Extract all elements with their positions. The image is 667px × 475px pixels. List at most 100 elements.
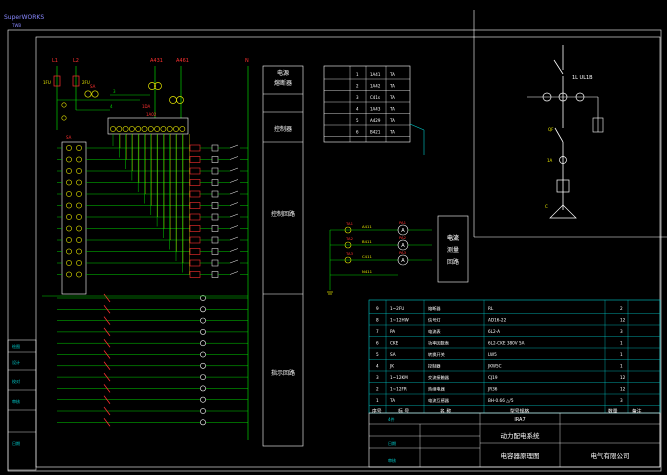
terminal bbox=[66, 271, 72, 278]
strip-label-5: 日期 bbox=[12, 440, 20, 446]
bom-qty: 12 bbox=[620, 318, 626, 323]
thermal-relay bbox=[211, 190, 219, 198]
ct-wire-label: A411 bbox=[362, 224, 372, 229]
thermal-relay bbox=[211, 248, 219, 255]
terminal bbox=[66, 145, 72, 151]
bom-no: 1 bbox=[376, 398, 379, 403]
bom-header-code: 标 号 bbox=[398, 408, 409, 415]
single-line-diagram: 1L UL1B QF 1A C bbox=[527, 45, 604, 219]
left-title-strip: 绘图 设计 校对 审核 日期 bbox=[7, 339, 37, 471]
bom-qty: 1 bbox=[620, 364, 623, 369]
title-company: 电气有限公司 bbox=[591, 451, 630, 460]
indicator-lamp bbox=[200, 317, 206, 324]
bom-no: 4 bbox=[376, 364, 379, 369]
aux-contact bbox=[103, 384, 111, 393]
bom-code: JK bbox=[389, 364, 394, 369]
aux-contact bbox=[103, 395, 111, 404]
module-terminal bbox=[160, 126, 167, 132]
bom-spec: CJ19 bbox=[488, 375, 498, 380]
contactor-coil bbox=[189, 236, 201, 244]
svg-text:A: A bbox=[401, 228, 405, 234]
terminal bbox=[76, 271, 82, 278]
contact-value: TA bbox=[389, 84, 395, 89]
contact-code: A429 bbox=[370, 118, 381, 123]
svg-text:4件: 4件 bbox=[388, 416, 395, 422]
contact-num: 2 bbox=[356, 84, 359, 89]
strip-label-1: 绘图 bbox=[12, 343, 20, 349]
bom-header-name: 名 称 bbox=[440, 408, 451, 415]
indicator-lamp bbox=[200, 408, 206, 414]
module-terminal bbox=[154, 126, 160, 132]
logo-text: SuperWORKS bbox=[4, 14, 44, 21]
indicator-lamp bbox=[200, 396, 206, 403]
switch-label: SA bbox=[90, 84, 96, 89]
terminal bbox=[76, 248, 82, 255]
ct-label: TA2 bbox=[345, 236, 354, 241]
module-terminal bbox=[141, 126, 148, 132]
contactor-coil bbox=[189, 213, 201, 221]
aux-contact bbox=[103, 305, 111, 314]
bom-no: 8 bbox=[376, 318, 379, 323]
bom-name: 控制器 bbox=[428, 363, 441, 370]
thermal-relay bbox=[211, 225, 219, 232]
terminal bbox=[76, 191, 82, 197]
indicator-lamp bbox=[200, 374, 206, 380]
contact-num: 5 bbox=[356, 118, 359, 123]
bus-label-a431: A431 bbox=[150, 58, 163, 64]
bom-code: 1~12HW bbox=[390, 318, 409, 323]
contactor-coil bbox=[189, 179, 201, 186]
aux-contact bbox=[103, 293, 111, 303]
indicator-lamp bbox=[200, 362, 206, 369]
thermal-relay bbox=[211, 236, 219, 244]
contactor-coil bbox=[189, 225, 201, 232]
bom-qty: 2 bbox=[620, 306, 623, 311]
bom-no: 2 bbox=[376, 387, 379, 392]
bom-spec: BH-0.66 △/5 bbox=[488, 398, 514, 403]
bom-name: 交流接触器 bbox=[428, 374, 450, 381]
svg-text:A: A bbox=[401, 243, 405, 249]
bom-code: CKE bbox=[390, 341, 399, 346]
terminal bbox=[76, 214, 82, 220]
svg-text:4: 4 bbox=[110, 104, 113, 109]
bom-name: 电流表 bbox=[428, 328, 441, 335]
bom-spec: AD16-22 bbox=[488, 318, 507, 323]
bom-qty: 12 bbox=[620, 387, 626, 392]
control-schematic: L1 L2 N A431 A461 1FU 2FU SA 3 4 1DA bbox=[42, 58, 249, 440]
title-block: IRA7 动力配电系统 电容器原理图 电气有限公司 4件 日期 审核 bbox=[368, 412, 661, 468]
current-transformer bbox=[344, 226, 352, 234]
section-fuse-label: 电源熔断器 bbox=[274, 69, 292, 87]
contactor-coil bbox=[189, 259, 201, 267]
aux-contact bbox=[103, 406, 111, 416]
strip-label-2: 设计 bbox=[12, 359, 20, 365]
module-terminal bbox=[122, 126, 129, 132]
bom-no: 3 bbox=[376, 375, 379, 380]
module-terminal bbox=[179, 126, 186, 132]
bus-label-a461: A461 bbox=[176, 58, 189, 64]
bom-header-spec: 型号规格 bbox=[510, 408, 529, 415]
thermal-relay bbox=[211, 259, 219, 267]
bom-qty: 1 bbox=[620, 352, 623, 357]
thermal-relay bbox=[211, 202, 219, 209]
contact-code: C41s bbox=[370, 95, 380, 100]
relay-small-label: 1DA bbox=[142, 104, 151, 109]
module-terminal bbox=[135, 126, 142, 132]
contact-code: B421 bbox=[370, 130, 381, 135]
svg-text:2FU: 2FU bbox=[82, 80, 90, 85]
ct-wire-label: N411 bbox=[362, 269, 373, 274]
terminal bbox=[66, 191, 72, 197]
terminal bbox=[76, 202, 82, 209]
bom-code: 1~12KM bbox=[390, 375, 408, 380]
bom-no: 5 bbox=[376, 352, 379, 357]
aux-contact bbox=[103, 361, 111, 371]
terminal bbox=[76, 156, 82, 163]
contact-value: TA bbox=[389, 95, 395, 100]
thermal-relay bbox=[211, 271, 219, 278]
contact-num: 6 bbox=[356, 130, 359, 135]
contact-num: 4 bbox=[356, 107, 359, 112]
module-terminal bbox=[147, 126, 154, 132]
aux-contact bbox=[103, 316, 111, 325]
meter-label: PA3 bbox=[399, 250, 407, 255]
bus-label-n: N bbox=[245, 58, 249, 64]
bom-spec: 6L2-CKE 380V 5A bbox=[488, 341, 525, 346]
contactor-coil bbox=[189, 271, 201, 278]
